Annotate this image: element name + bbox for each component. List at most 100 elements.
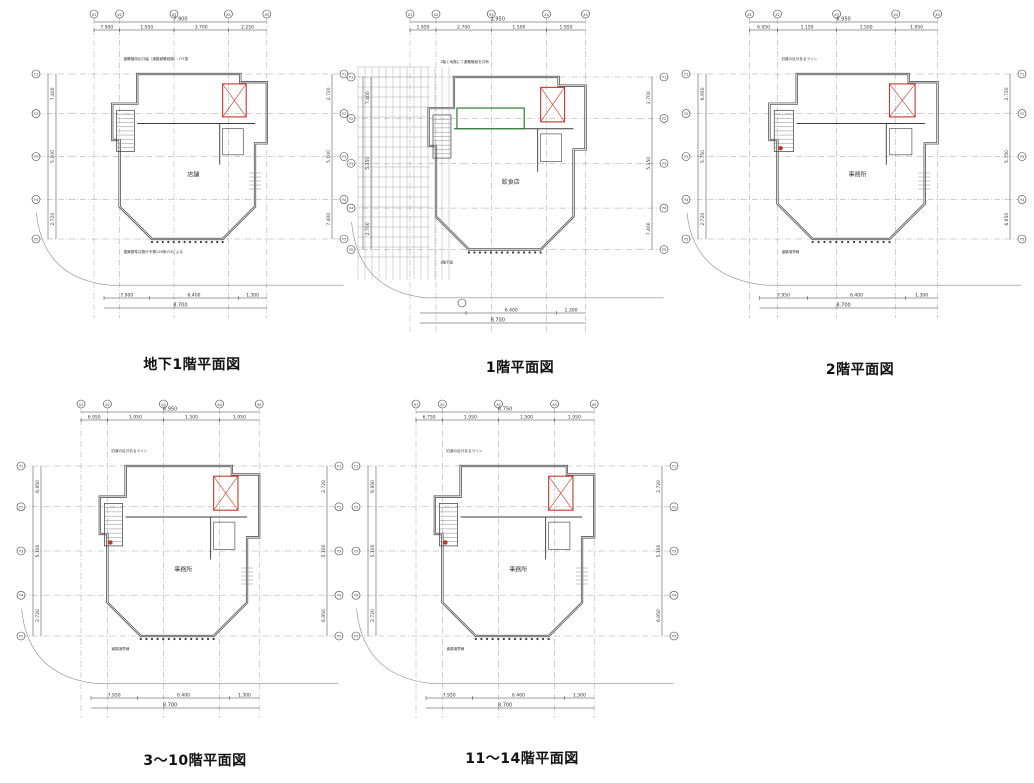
planting-area — [456, 107, 525, 130]
grid-marker — [339, 109, 349, 118]
grid-label: Y2 — [19, 505, 23, 509]
dimension-label: 6.750 — [423, 415, 436, 421]
dimension-label: 1.500 — [860, 25, 873, 31]
facade-mullion — [478, 251, 482, 254]
grid-marker — [581, 9, 590, 19]
grid-marker — [159, 399, 168, 409]
facade-mullion — [212, 637, 215, 641]
dimension-label: 1.950 — [910, 25, 923, 31]
facade-mullion — [188, 240, 192, 244]
grid-label: X2 — [117, 13, 122, 17]
fire-equipment-marker — [443, 540, 448, 545]
elevator-shaft — [548, 475, 574, 511]
grid-marker — [1017, 109, 1027, 118]
elevator-cross — [540, 87, 565, 123]
facade-mullion — [484, 251, 487, 254]
grid-label: X4 — [226, 13, 231, 17]
room-label: 事務所 — [848, 170, 866, 178]
facade-mullion — [506, 251, 509, 254]
dimension-label: 6.950 — [88, 415, 101, 421]
dimension-label: 6.950 — [163, 407, 177, 413]
fire-equipment-marker — [778, 146, 783, 151]
grid-label: X2 — [105, 403, 110, 407]
restroom — [889, 128, 913, 156]
dimension-label: 5.100 — [370, 544, 376, 557]
facade-mullion — [150, 637, 154, 641]
dimension-label: 8.700 — [173, 303, 187, 309]
dimension-label: 7.950 — [777, 293, 790, 299]
dimension-label: 8.700 — [163, 703, 177, 709]
grid-marker — [659, 245, 669, 254]
facade-mullion — [528, 251, 531, 254]
grid-label: X4 — [552, 403, 557, 407]
dimension-label: 1.300 — [246, 293, 259, 299]
caption-floors-11-14-plan: 11〜14階平面図 — [465, 751, 579, 767]
dimension-label: 2.720 — [1004, 87, 1010, 100]
facade-mullion — [485, 637, 489, 641]
grid-marker — [351, 631, 361, 641]
dimension-label: 1.950 — [568, 415, 581, 421]
grid-marker — [659, 203, 669, 213]
grid-marker — [589, 399, 599, 409]
grid-marker — [16, 502, 26, 512]
facade-mullion — [882, 240, 885, 244]
restroom — [548, 521, 571, 550]
facade-mullion — [870, 240, 873, 244]
grid-label: Y3 — [1020, 155, 1024, 159]
facade-mullion — [167, 240, 170, 244]
dimension-label: 1.300 — [565, 308, 578, 314]
facade-mullion — [519, 637, 522, 641]
facade-mullion — [841, 240, 844, 244]
grid-label: Y1 — [672, 465, 676, 469]
facade-mullion — [829, 240, 832, 244]
facade-mullion — [150, 240, 154, 244]
dimension-label: 1.950 — [560, 25, 573, 31]
grid-marker — [550, 399, 559, 409]
road-boundary — [351, 221, 664, 299]
grid-marker — [334, 590, 344, 600]
dimension-label: 6.400 — [512, 693, 525, 699]
facade-mullion — [513, 637, 517, 641]
grid-label: Y5 — [337, 635, 341, 639]
grid-label: X3 — [172, 13, 177, 17]
facade-mullion — [530, 637, 533, 641]
grid-marker — [891, 9, 901, 19]
grid-label: X3 — [496, 403, 501, 407]
grid-label: Y3 — [34, 155, 38, 159]
grid-marker — [659, 158, 669, 168]
grid-marker — [773, 9, 782, 19]
grid-marker — [438, 399, 447, 409]
facade-mullion — [547, 637, 550, 641]
grid-marker — [745, 9, 754, 19]
elevator-cross — [889, 83, 916, 118]
grid-marker — [542, 9, 551, 19]
facade-mullion — [497, 637, 500, 641]
grid-label: X5 — [257, 403, 262, 407]
grid-marker — [486, 9, 496, 19]
grid-label: Y5 — [1020, 238, 1024, 242]
facade-mullion — [474, 637, 477, 641]
grid-label: Y4 — [34, 198, 39, 202]
facade-mullion — [534, 251, 537, 254]
grid-label: Y4 — [349, 207, 354, 211]
dimension-label: 6.400 — [850, 293, 863, 299]
grid-label: Y1 — [342, 73, 346, 77]
grid-marker — [669, 631, 679, 641]
room-label: 事務所 — [509, 565, 527, 573]
dimension-label: 1.950 — [491, 17, 505, 23]
dimension-label: 7.400 — [326, 213, 332, 226]
grid-label: Y1 — [662, 76, 666, 80]
dimension-label: 7.900 — [100, 25, 113, 31]
grid-label: Y3 — [672, 550, 676, 554]
grid-marker — [334, 546, 344, 556]
grid-marker — [351, 546, 361, 556]
grid-label: X5 — [583, 13, 588, 17]
facade-mullion — [199, 240, 202, 244]
grid-marker — [31, 234, 41, 244]
grid-marker — [351, 502, 361, 512]
facade-mullion — [541, 637, 545, 641]
grid-marker — [89, 9, 99, 19]
